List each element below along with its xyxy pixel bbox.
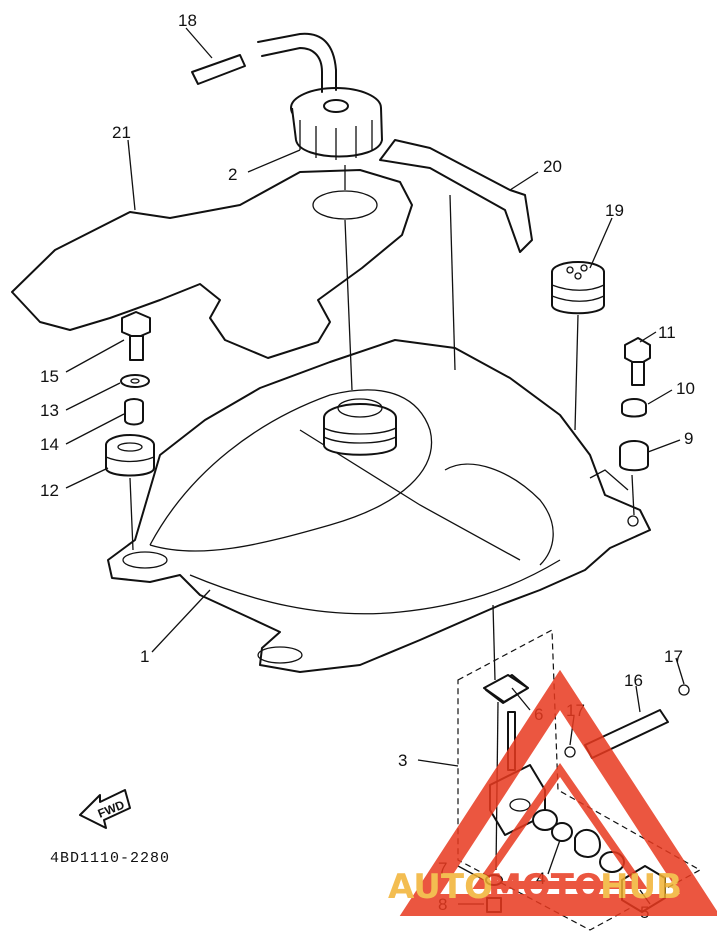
part-20-bracket [379, 139, 533, 253]
callout-19: 19 [605, 201, 624, 220]
callout-20: 20 [543, 157, 562, 176]
part-11-bolt [624, 337, 651, 386]
part-13-washer [120, 374, 150, 388]
part-15-bolt [121, 311, 151, 361]
part-19-damper [551, 261, 605, 315]
diagram-part-number: 4BD1110-2280 [50, 850, 170, 867]
callout-15: 15 [40, 367, 59, 386]
part-12-damper [105, 434, 155, 477]
part-6-gasket [483, 674, 529, 703]
watermark-text-moto: MOTO [488, 867, 603, 907]
fwd-arrow-icon: FWD [79, 789, 131, 829]
callout-16: 16 [624, 671, 643, 690]
part-18-breather-hose [191, 32, 337, 93]
part-1-fuel-tank [107, 339, 651, 673]
part-21-cover-plate [11, 169, 413, 359]
part-2-filler-cap [290, 87, 383, 220]
part-10-collar [621, 398, 647, 418]
callout-11: 11 [658, 323, 676, 342]
callout-3: 3 [398, 751, 407, 770]
part-9-grommet [619, 440, 649, 472]
part-14-collar [124, 398, 144, 426]
callout-13: 13 [40, 401, 59, 420]
callout-14: 14 [40, 435, 59, 454]
watermark-text-auto: AUTO [388, 867, 493, 907]
callout-10: 10 [676, 379, 695, 398]
leader-lines [65, 27, 685, 905]
callout-17-top: 17 [664, 647, 683, 666]
watermark-text-hub: HUB [600, 867, 682, 907]
callout-9: 9 [684, 429, 693, 448]
callout-4: 4 [536, 869, 545, 888]
part-17-clip [564, 684, 690, 758]
callout-1: 1 [140, 647, 149, 666]
watermark-logo: AUTO MOTO HUB [388, 669, 717, 916]
callout-21: 21 [112, 123, 131, 142]
filler-neck [323, 398, 397, 456]
callout-12: 12 [40, 481, 59, 500]
callout-2: 2 [228, 165, 237, 184]
callout-18: 18 [178, 11, 197, 30]
